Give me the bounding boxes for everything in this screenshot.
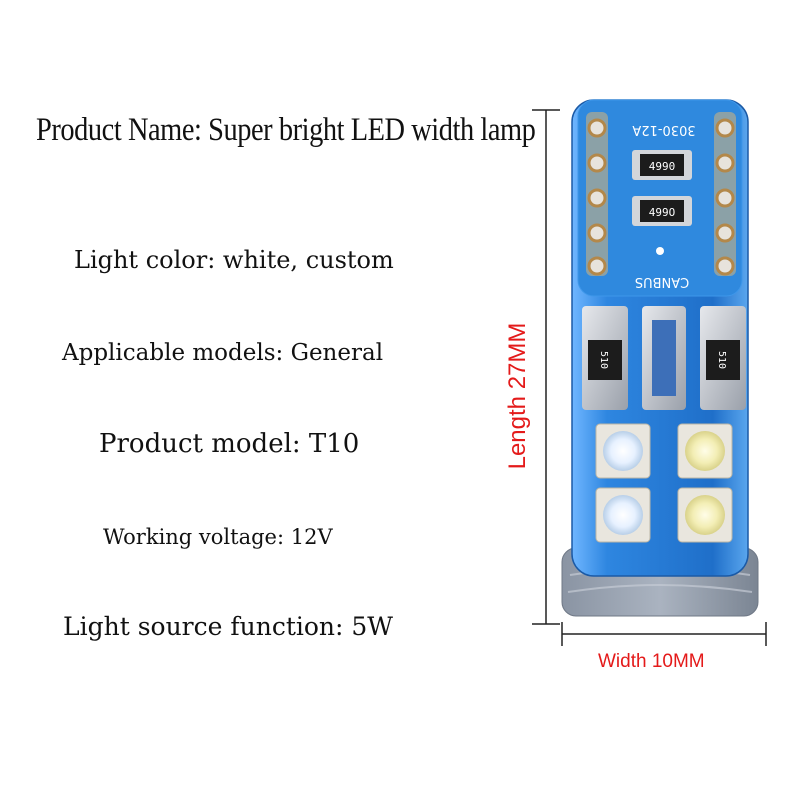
resistor-right: 510 <box>700 306 746 410</box>
applicable-models-text: Applicable models: General <box>62 340 384 366</box>
light-color-text: Light color: white, custom <box>74 246 394 274</box>
solder-pads-left <box>586 112 608 276</box>
svg-text:510: 510 <box>598 351 609 369</box>
led-chips <box>595 423 733 543</box>
product-name-text: Product Name: Super bright LED width lam… <box>36 112 536 148</box>
solder-pads-right <box>714 112 736 276</box>
length-dimension-label: Length 27MM <box>504 322 531 470</box>
board-marker-dot <box>656 247 664 255</box>
svg-text:510: 510 <box>716 351 727 369</box>
canbus-label: CANBUS <box>635 274 689 289</box>
working-voltage-text: Working voltage: 12V <box>103 525 333 549</box>
resistor-top: 4990 <box>632 150 692 180</box>
resistor-left: 510 <box>582 306 628 410</box>
center-pad <box>642 306 686 410</box>
width-dimension-label: Width 10MM <box>598 651 705 672</box>
board-code-text: 3030-12A <box>632 122 695 137</box>
svg-text:499O: 499O <box>649 206 676 219</box>
width-dimension-line <box>561 622 767 646</box>
product-model-text: Product model: T10 <box>99 429 360 459</box>
svg-text:4990: 4990 <box>649 160 676 173</box>
resistor-middle: 499O <box>632 196 692 226</box>
length-dimension-line <box>532 109 560 625</box>
light-source-text: Light source function: 5W <box>63 612 393 641</box>
